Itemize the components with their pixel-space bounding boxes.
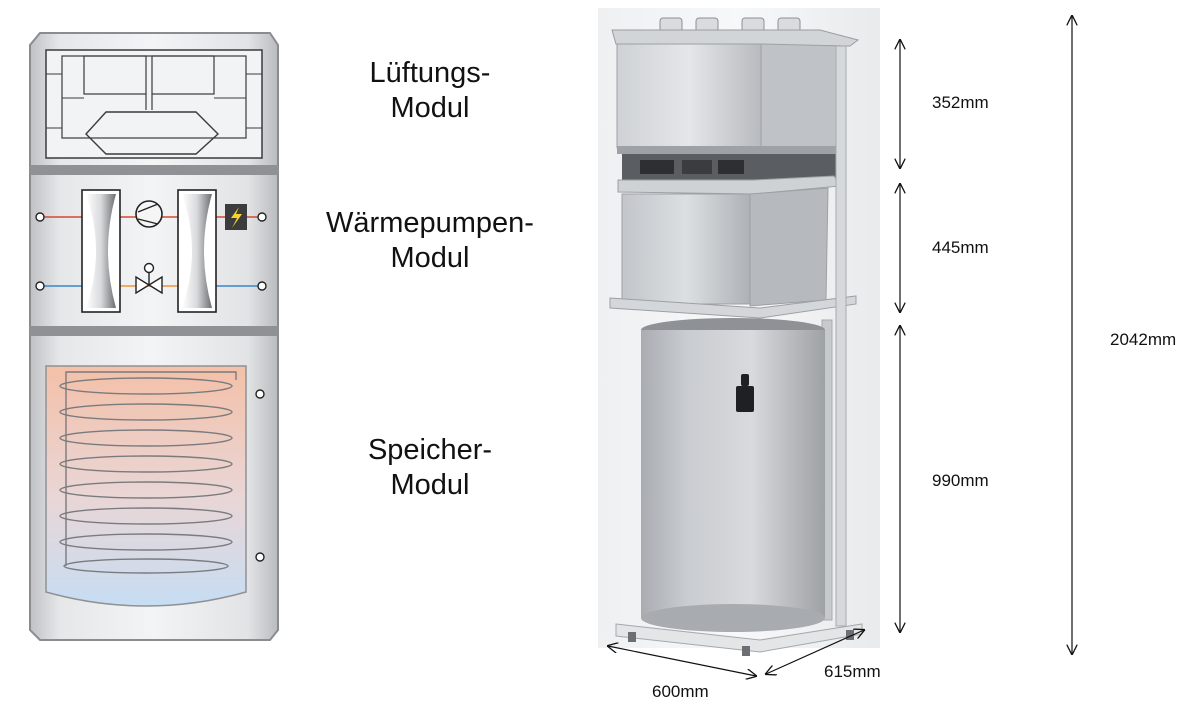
expansion-valve-icon: [135, 262, 163, 295]
width-label: 600mm: [652, 682, 709, 701]
heatpump-height-label: 445mm: [932, 238, 989, 257]
thermostat-icon: [736, 374, 754, 412]
ventilation-height-label: 352mm: [932, 93, 989, 112]
heatpump-label-line2: Modul: [390, 241, 470, 274]
heat-exchanger-right-icon: [177, 189, 217, 313]
heat-exchanger-left-icon: [81, 189, 121, 313]
storage-module-label: Speicher- Modul: [300, 433, 560, 503]
ventilation-module-schematic: [45, 49, 263, 159]
width-arrow: [608, 646, 756, 676]
storage-label-line2: Modul: [390, 468, 470, 501]
electric-heater-icon: [225, 204, 247, 230]
ventilation-label-line1: Lüftungs-: [369, 57, 491, 89]
depth-arrow: [766, 630, 864, 674]
schematic-cabinet: [29, 32, 279, 641]
storage-module-schematic: [45, 365, 265, 607]
heatpump-module-label: Wärmepumpen- Modul: [300, 206, 560, 276]
total-height-label: 2042mm: [1110, 330, 1177, 349]
storage-label-line1: Speicher-: [367, 434, 493, 466]
storage-height-label: 990mm: [932, 471, 989, 490]
dimension-arrows: [608, 16, 1072, 676]
storage-module-unit: [641, 318, 825, 632]
heatpump-label-line1: Wärmepumpen-: [326, 207, 534, 239]
compressor-icon: [135, 200, 163, 228]
ventilation-module-label: Lüftungs- Modul: [300, 56, 560, 126]
ventilation-label-line2: Modul: [390, 91, 470, 124]
ventilation-module-unit: [611, 17, 860, 154]
depth-label: 615mm: [824, 662, 881, 681]
heating-coil-icon: [59, 377, 233, 574]
heatpump-module-schematic: [35, 189, 267, 313]
product-photo: [598, 8, 880, 656]
heatpump-module-unit: [609, 154, 857, 319]
